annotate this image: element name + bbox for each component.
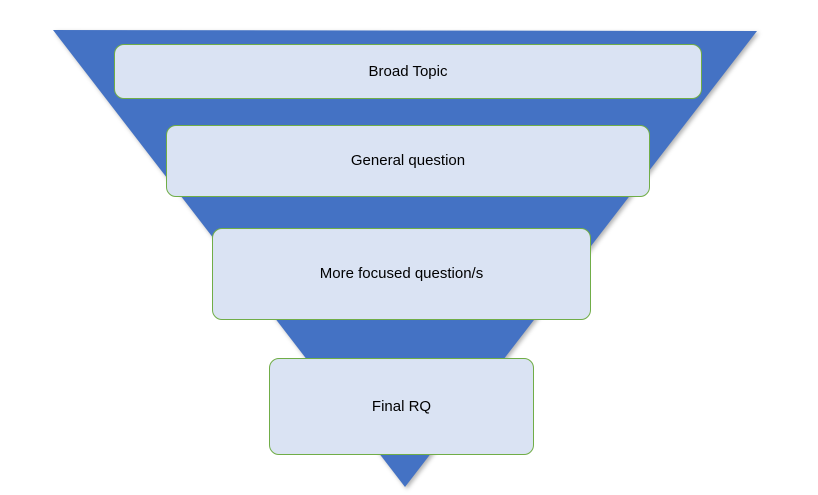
funnel-level-general-question: General question [166,125,650,197]
funnel-level-label: Broad Topic [368,62,448,80]
funnel-level-broad-topic: Broad Topic [114,44,702,99]
funnel-level-more-focused-question: More focused question/s [212,228,591,320]
funnel-level-label: General question [350,152,466,169]
funnel-level-final-rq: Final RQ [269,358,534,455]
funnel-level-label: Final RQ [371,397,432,415]
funnel-level-label: More focused question/s [319,265,484,282]
